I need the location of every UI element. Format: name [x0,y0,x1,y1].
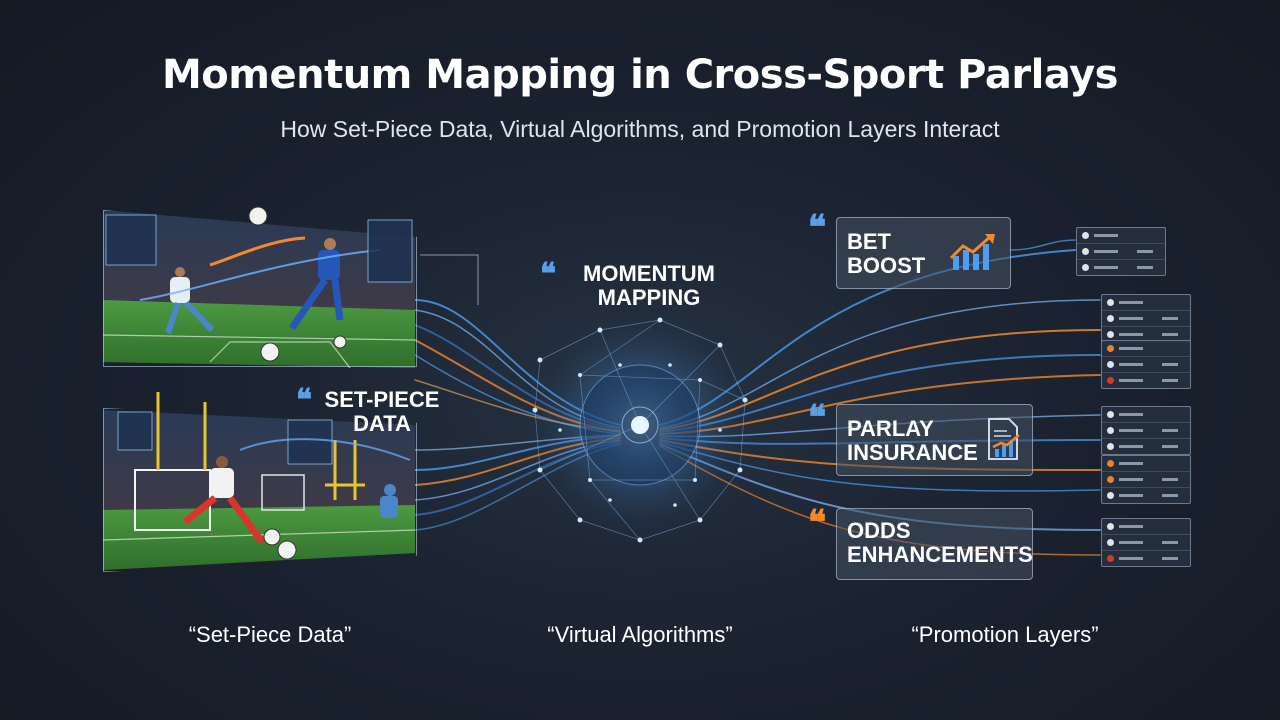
bet-boost-line1: BET [847,229,891,254]
odds-card [1101,455,1191,504]
momentum-label-line2: MAPPING [597,285,701,311]
odds-enhancements-card: ODDS ENHANCEMENTS [836,508,1033,580]
quote-mark-icon: ❝ [540,257,557,292]
odds-enhancements-line2: ENHANCEMENTS [847,542,1033,568]
quote-mark-icon: ❝ [808,208,827,248]
soccer-panel [103,210,417,367]
page-subtitle: How Set-Piece Data, Virtual Algorithms, … [280,116,1000,142]
odds-enhancements-line1: ODDS [847,518,911,543]
quote-mark-icon: ❝ [296,383,313,418]
odds-card [1101,294,1191,343]
momentum-label-line1: MOMENTUM [583,261,715,286]
set-piece-label-line1: SET-PIECE [324,387,440,412]
odds-card [1101,518,1191,567]
bet-boost-line2: BOOST [847,253,926,279]
soccer-panel-art [102,206,416,369]
caption-set-piece: “Set-Piece Data” [188,622,352,647]
document-chart-icon [988,418,1020,460]
parlay-insurance-line2: INSURANCE [847,440,978,466]
parlay-insurance-card: PARLAY INSURANCE [836,404,1033,476]
bet-boost-card: BET BOOST [836,217,1011,289]
odds-card [1076,227,1166,276]
odds-card [1101,406,1191,455]
neural-network-icon [520,305,760,545]
goal-panel-art [102,392,416,570]
set-piece-label: ❝ SET-PIECE DATA [296,384,456,437]
parlay-insurance-line1: PARLAY [847,416,934,441]
odds-card [1101,340,1191,389]
page-title: Momentum Mapping in Cross-Sport Parlays [162,52,1119,98]
caption-virtual-algorithms: “Virtual Algorithms” [547,622,733,647]
set-piece-label-line2: DATA [353,411,411,437]
caption-promotion-layers: “Promotion Layers” [911,622,1099,647]
chart-up-icon [949,234,995,270]
quote-mark-icon: ❝ [808,503,827,543]
momentum-label: ❝ MOMENTUM MAPPING [538,258,738,311]
quote-mark-icon: ❝ [808,398,827,438]
